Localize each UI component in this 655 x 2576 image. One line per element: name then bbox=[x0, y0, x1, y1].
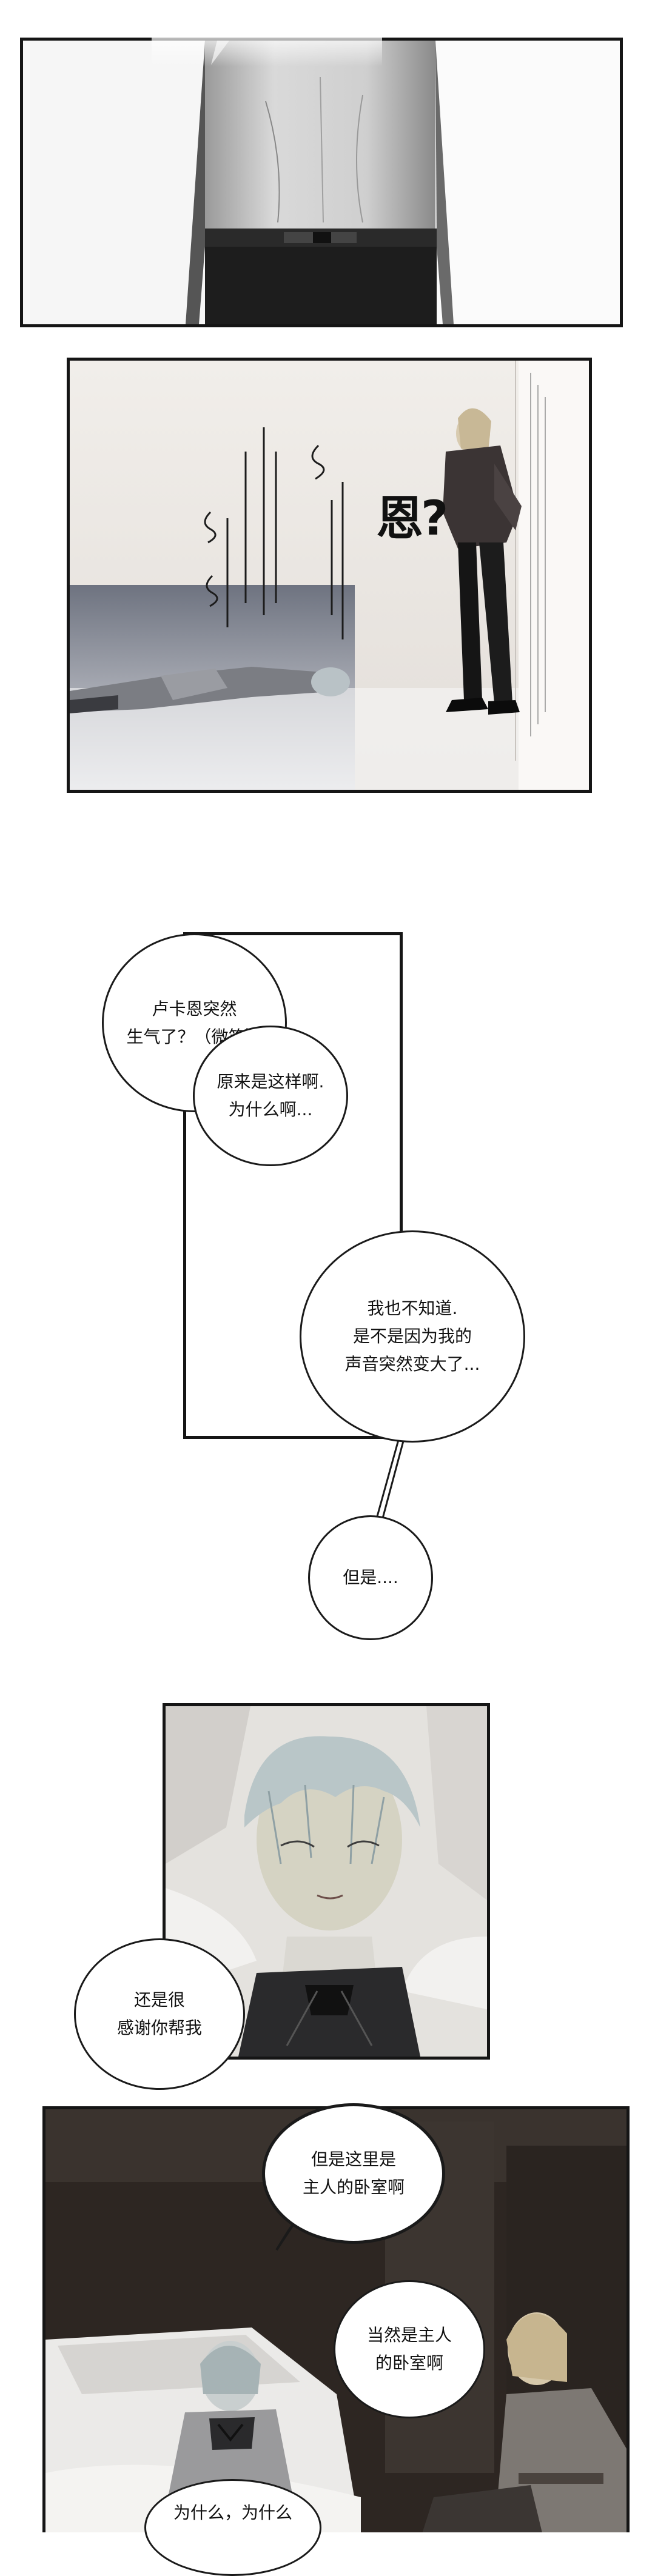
speech-text-6a: 但是这里是 bbox=[311, 2149, 396, 2169]
collapsed-scene-illustration bbox=[70, 361, 589, 790]
speech-bubble-4: 但是.... bbox=[308, 1515, 433, 1640]
speech-text-3a: 我也不知道. bbox=[367, 1298, 458, 1318]
speech-text-5b: 感谢你帮我 bbox=[116, 2018, 202, 2038]
speech-text-6b: 主人的卧室啊 bbox=[302, 2177, 405, 2197]
panel-collapsed: 恩? bbox=[67, 358, 592, 793]
lying-figure bbox=[70, 667, 350, 713]
standing-figure bbox=[443, 408, 522, 715]
speech-text-4: 但是.... bbox=[343, 1567, 398, 1587]
speech-bubble-7: 当然是主人 的卧室啊 bbox=[334, 2280, 485, 2418]
shock-lines bbox=[204, 427, 344, 639]
speech-text-8: 为什么，为什么 bbox=[173, 2503, 292, 2523]
panel-torso-closeup bbox=[20, 38, 623, 327]
torso-illustration bbox=[23, 41, 620, 324]
panel-bedroom bbox=[42, 2106, 630, 2532]
speech-bubble-3: 我也不知道. 是不是因为我的 声音突然变大了... bbox=[300, 1230, 525, 1443]
speech-text-7b: 的卧室啊 bbox=[375, 2353, 443, 2373]
speech-text-3b: 是不是因为我的 bbox=[352, 1326, 472, 1346]
speech-bubble-2: 原来是这样啊. 为什么啊... bbox=[193, 1026, 348, 1166]
speech-bubble-5: 还是很 感谢你帮我 bbox=[74, 1938, 245, 2090]
speech-bubble-6: 但是这里是 主人的卧室啊 bbox=[262, 2103, 445, 2244]
speech-text-7a: 当然是主人 bbox=[366, 2325, 452, 2345]
speech-text-2a: 原来是这样啊. bbox=[217, 1072, 324, 1092]
speech-bubble-8: 为什么，为什么 bbox=[144, 2479, 321, 2576]
face-closeup-illustration bbox=[166, 1706, 487, 2057]
speech-text-5a: 还是很 bbox=[133, 1990, 185, 2010]
speech-text-1a: 卢卡恩突然 bbox=[152, 998, 237, 1019]
bubble-connector bbox=[374, 1436, 405, 1526]
top-fade bbox=[152, 0, 382, 67]
confused-sfx: 恩? bbox=[376, 492, 448, 546]
speech-text-2b: 为什么啊... bbox=[228, 1099, 313, 1119]
speech-text-3c: 声音突然变大了... bbox=[344, 1354, 480, 1374]
